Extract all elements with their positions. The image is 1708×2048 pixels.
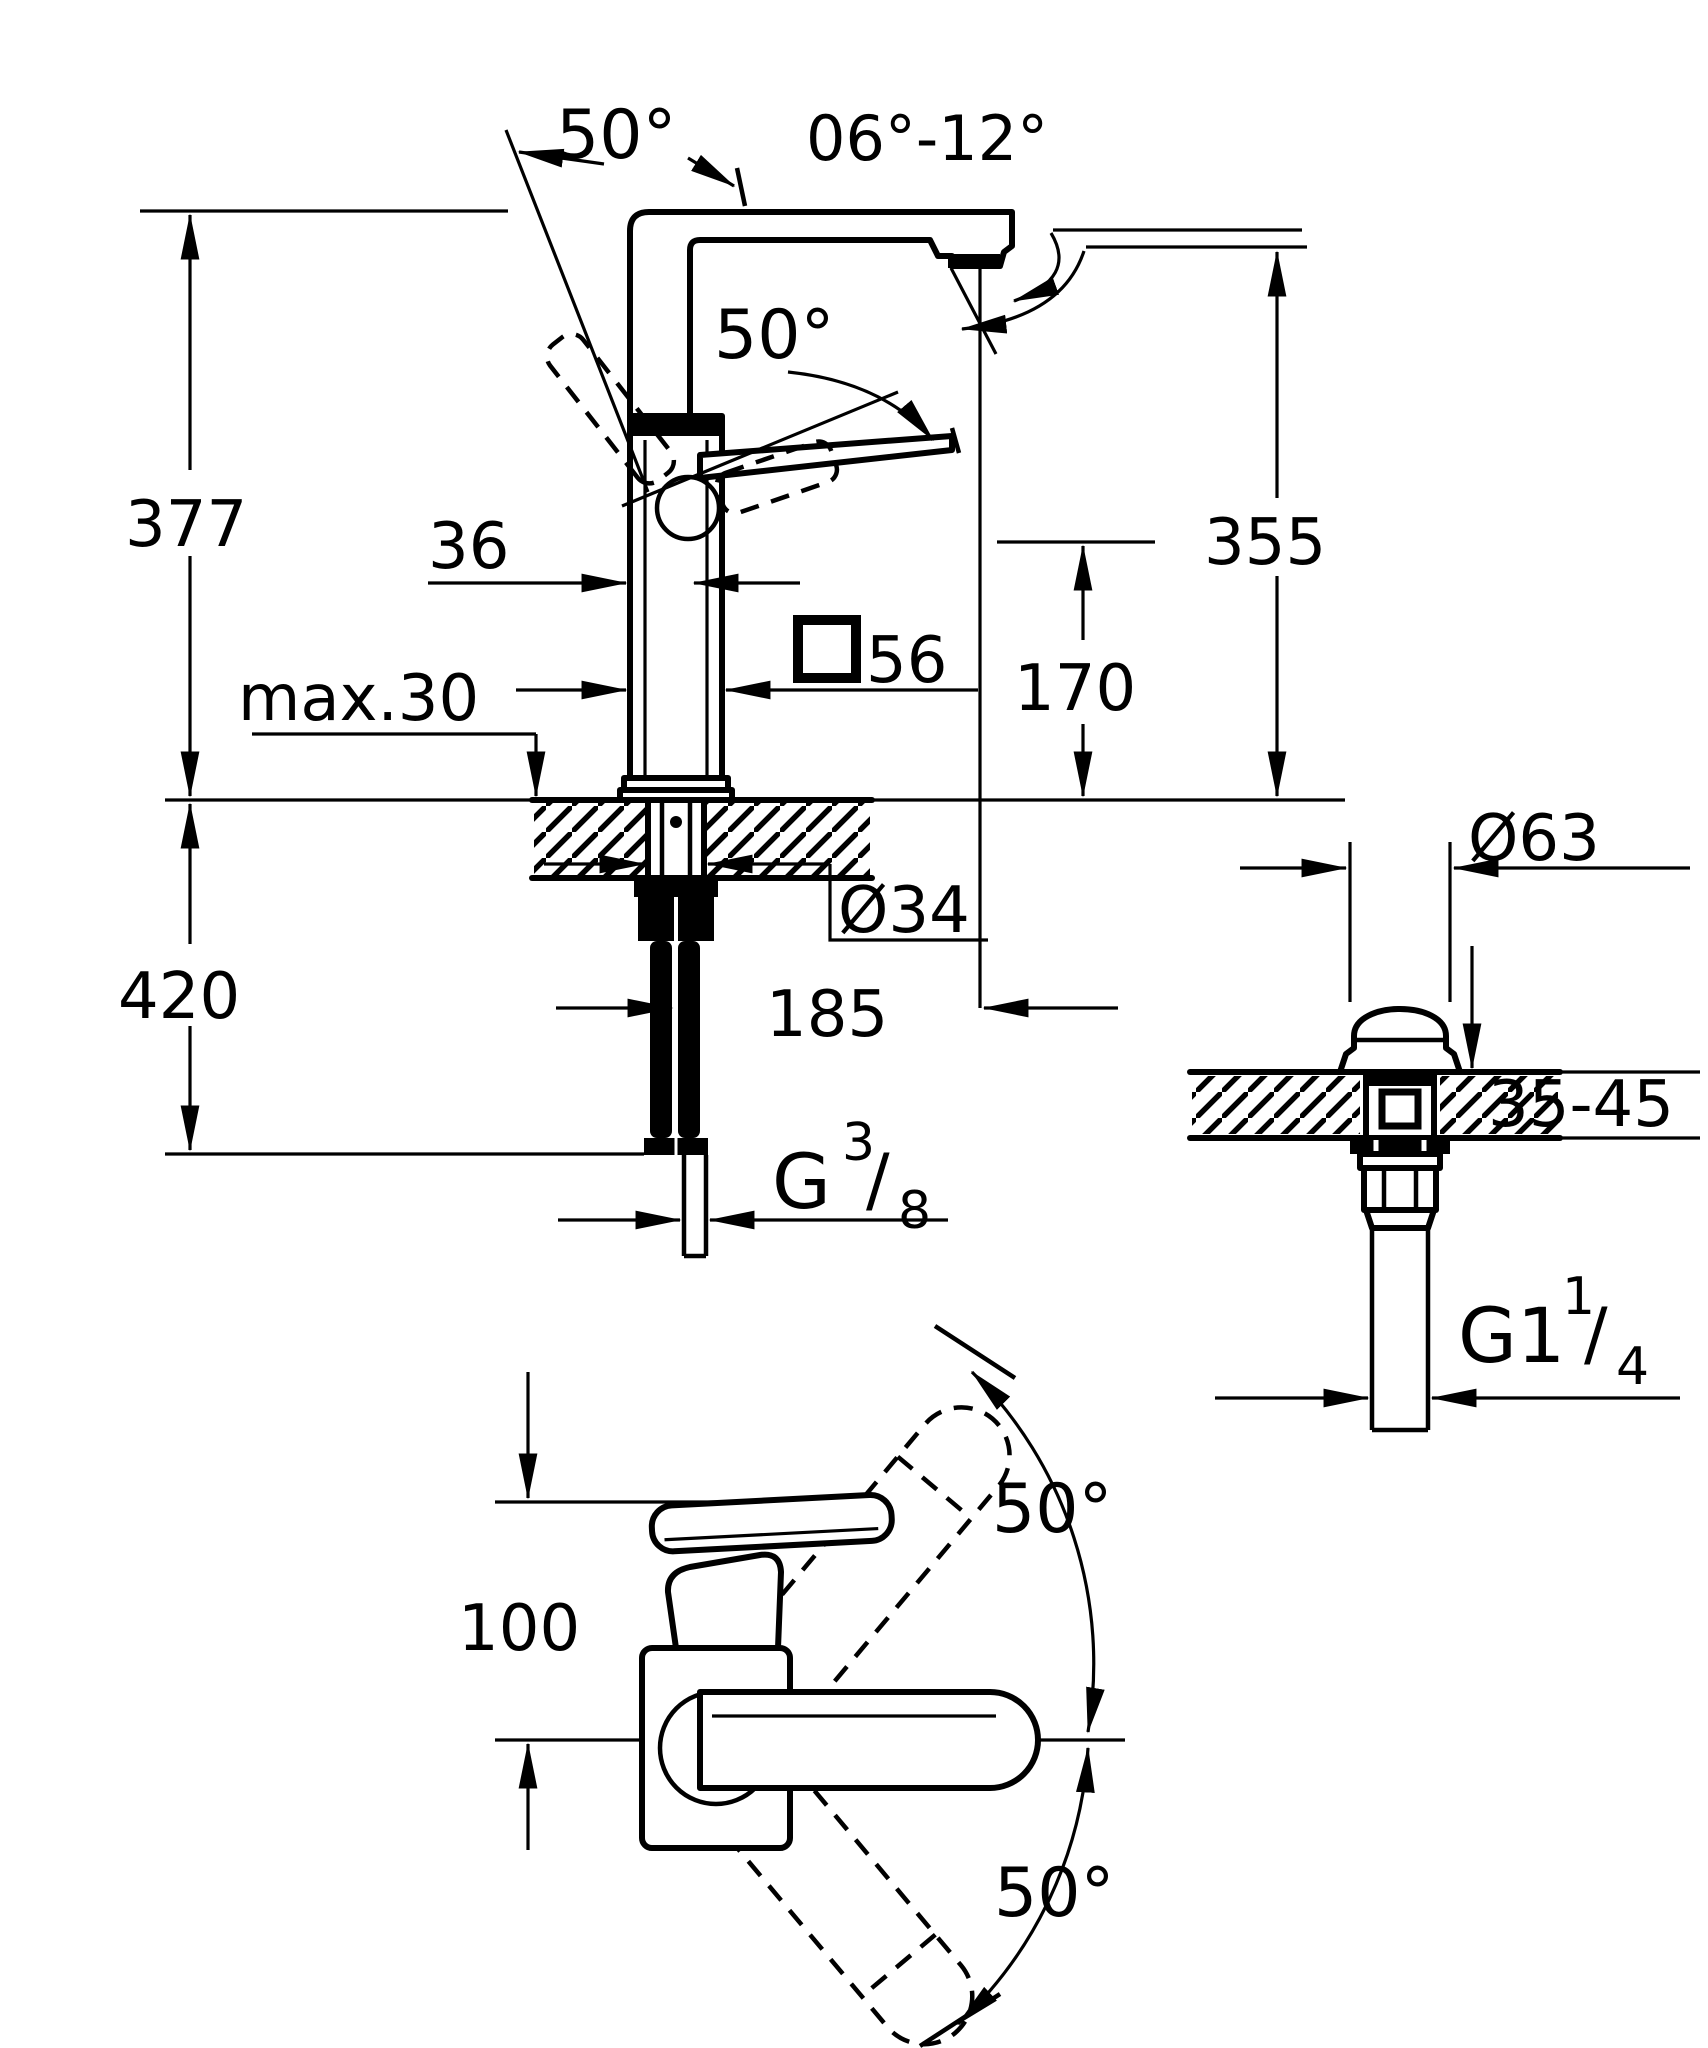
riser-width-label: 36 <box>428 510 509 584</box>
body-top-band <box>630 416 722 436</box>
swivel-down-label: 50° <box>994 1854 1115 1933</box>
height-total-label: 377 <box>125 488 247 562</box>
hose-fitting-left <box>644 1138 676 1155</box>
svg-text:8: 8 <box>898 1181 931 1241</box>
dimension-handle-angle-mid: 50° <box>621 296 935 508</box>
hole-diameter-label: Ø34 <box>838 874 970 948</box>
faucet-plan-outline <box>639 1491 1041 1851</box>
spout-height-label: 355 <box>1204 506 1326 580</box>
plan-view: 100 50 <box>458 1324 1125 2048</box>
dimension-185: 185 <box>556 978 1118 1052</box>
dimension-170: 170 <box>1014 544 1136 798</box>
handle-angle-top-label: 50° <box>556 96 677 175</box>
svg-text:1: 1 <box>1562 1267 1595 1327</box>
svg-text:3: 3 <box>842 1113 875 1173</box>
washer <box>634 878 718 897</box>
square-symbol-icon <box>793 615 861 683</box>
svg-text:/: / <box>866 1139 890 1221</box>
outlet-height-label: 170 <box>1014 652 1136 726</box>
popup-waste-view: Ø63 <box>1187 802 1700 1433</box>
underdeck-fixing <box>634 800 718 1259</box>
faucet-outline <box>544 209 1015 803</box>
lever-end-tick <box>949 427 962 454</box>
dimension-max30: max.30 <box>238 662 546 798</box>
handle-angle-line <box>504 129 650 493</box>
dimension-waste-flange: Ø63 <box>1240 802 1690 1002</box>
plan-handle-bar <box>648 1491 895 1555</box>
spout-swivel-down-dashed <box>677 1715 975 2047</box>
supply-hose-left <box>650 941 672 1138</box>
angle-tick <box>734 167 748 207</box>
plan-offset-label: 100 <box>458 1592 580 1666</box>
fixing-nut-right <box>678 897 714 941</box>
below-deck-label: 420 <box>118 960 240 1034</box>
waste-flange-label: Ø63 <box>1468 802 1600 876</box>
waste-body-window <box>1378 1088 1422 1130</box>
dimension-supply-thread: G 3 / 8 <box>558 1113 948 1241</box>
dimension-420: 420 <box>118 802 240 1152</box>
lever-raised-dashed <box>544 331 677 486</box>
fixing-nut-left <box>638 897 674 941</box>
dimension-355: 355 <box>1204 250 1326 798</box>
countertop-section <box>529 797 875 881</box>
spray-angle-label: 06°-12° <box>806 102 1048 175</box>
supply-hose-right <box>678 941 700 1138</box>
popup-waste-outline <box>1337 1006 1463 1433</box>
plan-handle-neck <box>664 1551 784 1651</box>
lever-side <box>697 433 955 481</box>
outlet-tilt-line <box>949 267 998 355</box>
swivel-annotation: 50° 50° <box>918 1324 1115 2048</box>
handle-pivot <box>654 474 722 542</box>
lever-angle-line <box>621 390 899 508</box>
body-size-label: 56 <box>866 624 947 698</box>
dimension-spray-angle: 06°-12° <box>806 102 1086 355</box>
waste-nut <box>1361 1165 1439 1213</box>
max-deck-label: max.30 <box>238 662 479 736</box>
lever-mid-dashed <box>714 439 840 516</box>
plan-spout-bar <box>697 1689 1041 1791</box>
dimension-square-56: 56 <box>516 615 978 700</box>
side-elevation-view: 50° 06°-12° 50° 377 420 36 <box>118 96 1345 1259</box>
spout-reach-label: 185 <box>766 978 888 1052</box>
dimension-100: 100 <box>458 1372 580 1850</box>
dimension-handle-angle-top: 50° <box>504 96 748 493</box>
aerator <box>948 254 1000 268</box>
waste-deck-range-label: 35-45 <box>1488 1068 1674 1142</box>
base-plate <box>617 787 735 803</box>
dimension-377: 377 <box>125 213 247 798</box>
swivel-up-label: 50° <box>992 1470 1113 1549</box>
waste-thread-label: G1 <box>1458 1291 1565 1380</box>
handle-angle-mid-label: 50° <box>714 296 835 375</box>
dimension-36: 36 <box>428 510 800 593</box>
dimension-waste-thread: G1 1 / 4 <box>1215 1267 1680 1408</box>
supply-thread-label: G <box>772 1137 831 1226</box>
dimension-hole-diameter: Ø34 <box>544 854 988 948</box>
hose-fitting-right <box>676 1138 708 1155</box>
dimension-waste-deck-range: 35-45 <box>1462 946 1674 1142</box>
svg-text:4: 4 <box>1616 1337 1649 1397</box>
svg-text:/: / <box>1584 1293 1608 1375</box>
swivel-tick-up <box>933 1324 1017 1380</box>
waste-reducer <box>1363 1207 1437 1231</box>
